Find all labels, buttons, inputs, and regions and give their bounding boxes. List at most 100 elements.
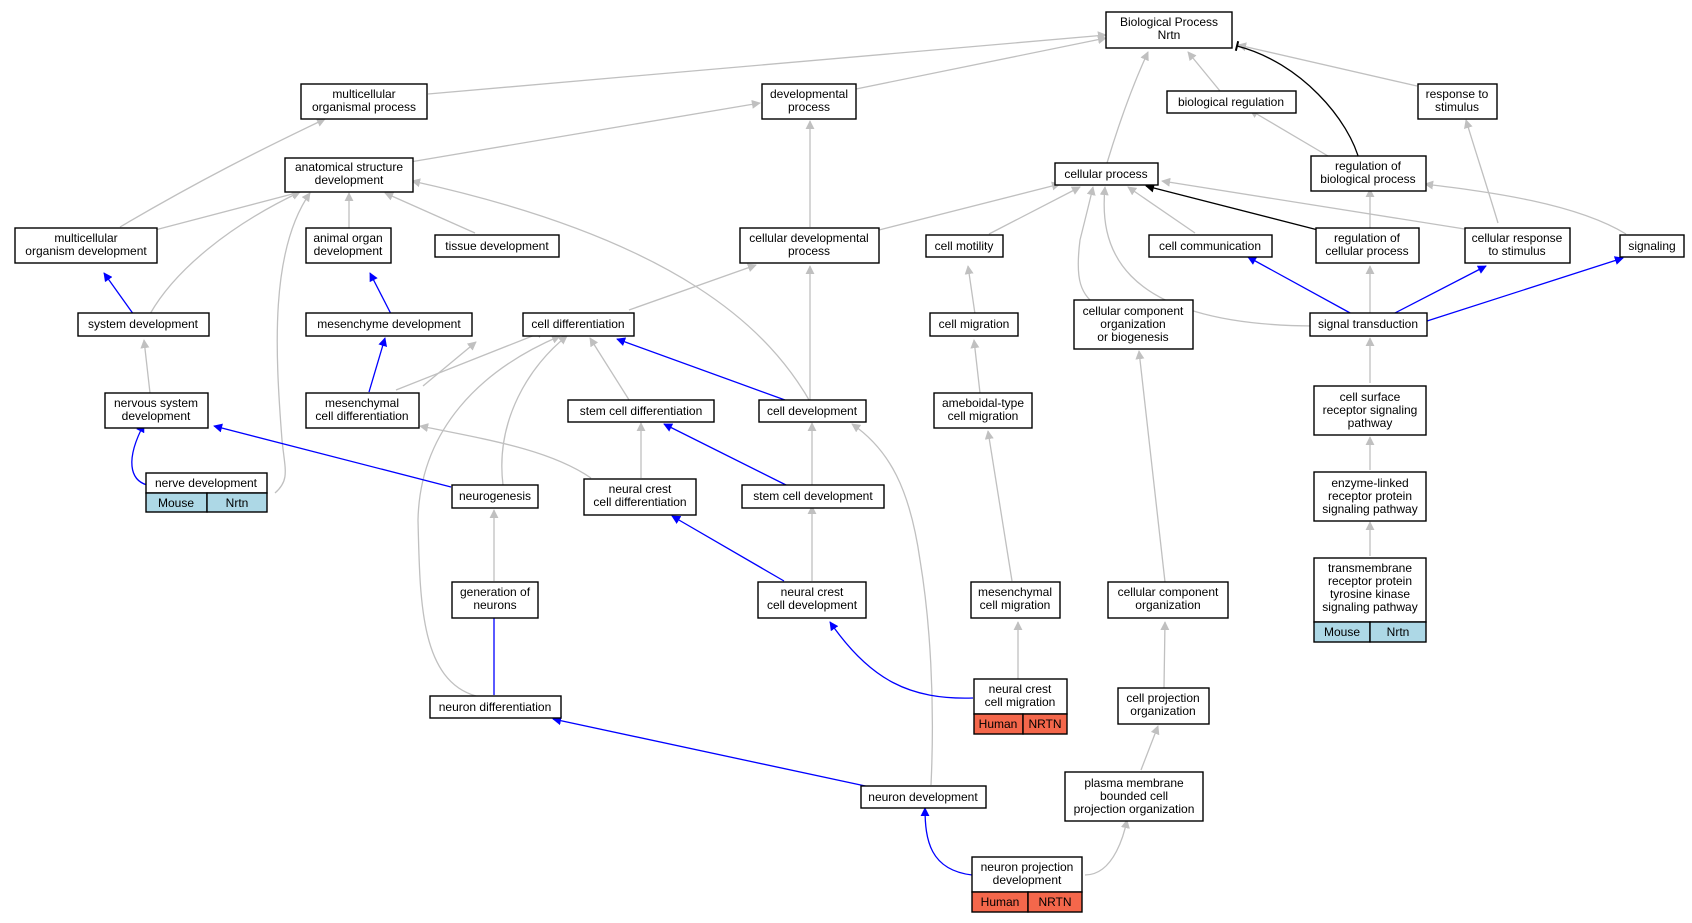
node-label: ameboidal-type bbox=[942, 396, 1024, 410]
node-system-development[interactable]: system development bbox=[77, 312, 210, 337]
node-neurogenesis[interactable]: neurogenesis bbox=[451, 484, 539, 509]
node-stem-cell-development[interactable]: stem cell development bbox=[741, 484, 885, 509]
node-cell-migration[interactable]: cell migration bbox=[929, 312, 1019, 337]
node-label: neural crest bbox=[781, 585, 844, 599]
edge-gray bbox=[1077, 186, 1101, 309]
node-label: neurons bbox=[473, 598, 516, 612]
edge-blue bbox=[671, 515, 785, 582]
node-neuron-differentiation[interactable]: neuron differentiation bbox=[429, 695, 562, 719]
node-label: process bbox=[788, 244, 830, 258]
node-nerve-development[interactable]: nerve development Mouse Nrtn bbox=[145, 472, 268, 513]
node-label: regulation of bbox=[1334, 231, 1401, 245]
node-mesenchyme-development[interactable]: mesenchyme development bbox=[305, 312, 473, 337]
node-signaling[interactable]: signaling bbox=[1619, 234, 1685, 258]
edge-blue bbox=[663, 423, 789, 487]
edge-blue bbox=[616, 337, 786, 401]
edge-black bbox=[1145, 183, 1319, 231]
node-signal-transduction[interactable]: signal transduction bbox=[1309, 312, 1428, 337]
svg-text:cell migration: cell migration bbox=[939, 317, 1010, 331]
node-label: neurogenesis bbox=[459, 489, 531, 503]
node-label: cellular process bbox=[1064, 167, 1147, 181]
node-label: cell migration bbox=[948, 409, 1019, 423]
node-label: or biogenesis bbox=[1097, 330, 1168, 344]
node-tissue-development[interactable]: tissue development bbox=[434, 234, 560, 258]
edge-blue bbox=[552, 716, 871, 788]
node-biological-regulation[interactable]: biological regulation bbox=[1166, 90, 1297, 114]
svg-text:neuron development: neuron development bbox=[868, 790, 978, 804]
node-cell-development[interactable]: cell development bbox=[758, 399, 867, 423]
node-cell-motility[interactable]: cell motility bbox=[925, 234, 1004, 258]
node-neuron-development[interactable]: neuron development bbox=[860, 785, 987, 809]
gene-label: Nrtn bbox=[226, 496, 249, 510]
svg-text:neuron differentiation: neuron differentiation bbox=[439, 700, 552, 714]
node-label: cell development bbox=[767, 404, 858, 418]
gene-cell bbox=[206, 492, 268, 513]
species-label: Mouse bbox=[158, 496, 194, 510]
node-label: to stimulus bbox=[1488, 244, 1545, 258]
node-label: signaling pathway bbox=[1322, 502, 1417, 516]
svg-text:system development: system development bbox=[88, 317, 199, 331]
gene-label: Nrtn bbox=[1387, 625, 1410, 639]
node-label: mesenchymal bbox=[978, 585, 1052, 599]
node-label: mesenchymal bbox=[325, 396, 399, 410]
node-cell-communication[interactable]: cell communication bbox=[1148, 234, 1273, 258]
edge-gray bbox=[628, 263, 757, 311]
node-label: stem cell development bbox=[753, 489, 873, 503]
edge-gray bbox=[1161, 177, 1472, 231]
node-label: stem cell differentiation bbox=[580, 404, 703, 418]
node-label: mesenchyme development bbox=[317, 317, 461, 331]
node-label: tyrosine kinase bbox=[1330, 587, 1410, 601]
edge-gray bbox=[1237, 42, 1418, 87]
node-label: transmembrane bbox=[1328, 561, 1412, 575]
edge-gray bbox=[1099, 186, 1315, 327]
gene-label: NRTN bbox=[1028, 717, 1061, 731]
edge-gray bbox=[988, 186, 1081, 235]
edge-gray bbox=[417, 335, 561, 697]
edge-gray bbox=[855, 35, 1107, 90]
node-label: process bbox=[788, 100, 830, 114]
svg-text:signaling: signaling bbox=[1628, 239, 1675, 253]
gene-label: NRTN bbox=[1038, 895, 1071, 909]
node-stem-cell-differentiation[interactable]: stem cell differentiation bbox=[567, 399, 715, 423]
edge-gray bbox=[274, 192, 311, 494]
node-cell-differentiation[interactable]: cell differentiation bbox=[522, 312, 635, 337]
node-cellular-process[interactable]: cellular process bbox=[1054, 162, 1159, 186]
